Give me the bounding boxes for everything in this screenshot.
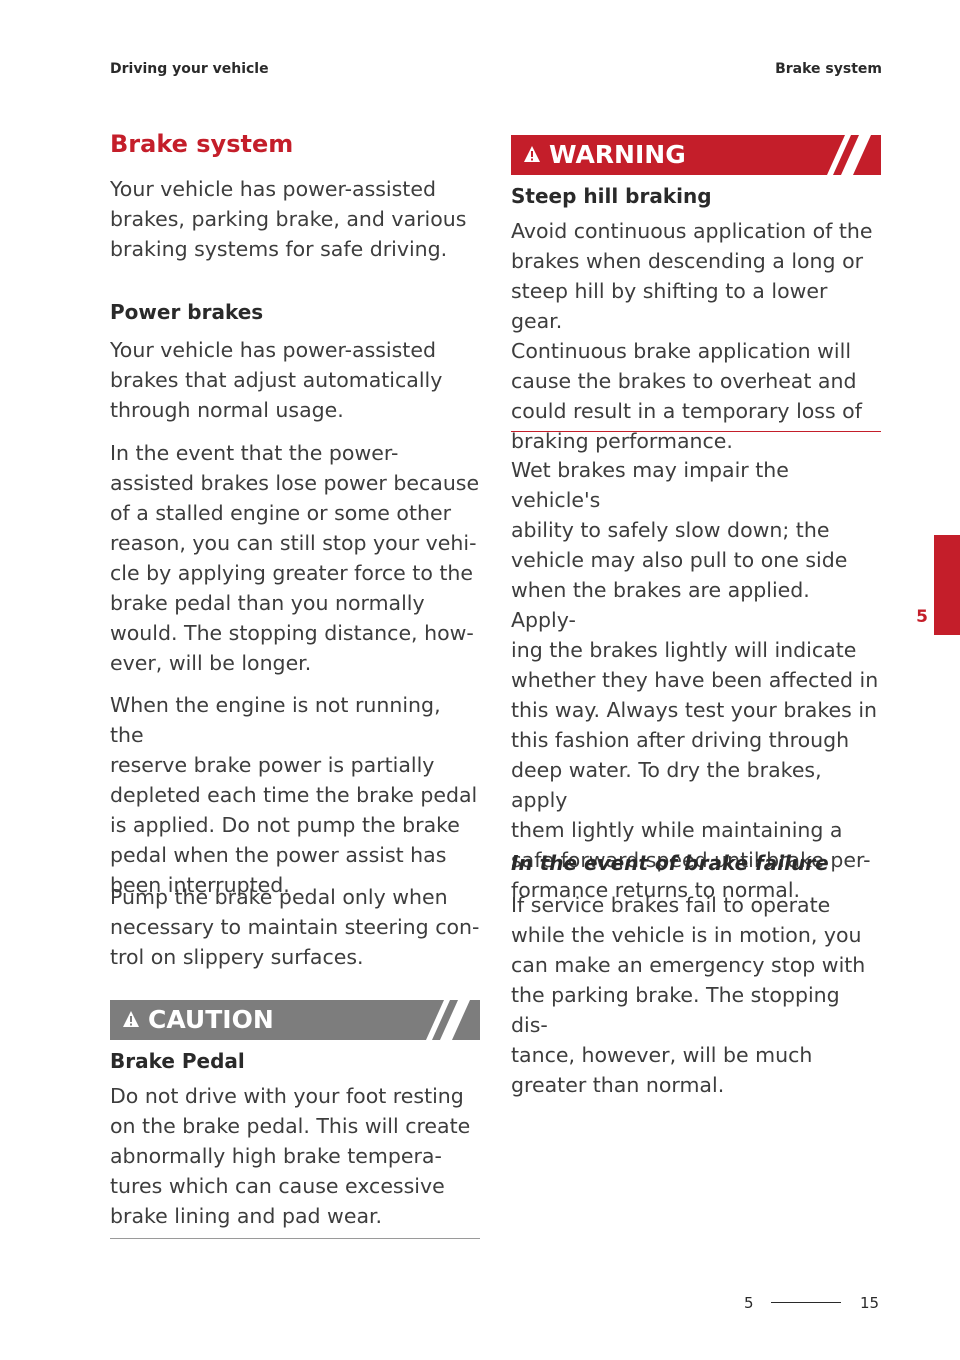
text-line: the parking brake. The stopping dis- (511, 983, 840, 1037)
text-line: brakes when descending a long or (511, 249, 864, 273)
text-line: Pump the brake pedal only when (110, 885, 448, 909)
text-line: braking performance. (511, 429, 733, 453)
text-line: whether they have been affected in (511, 668, 879, 692)
warning-heading: Steep hill braking (511, 184, 712, 208)
text-line: pedal when the power assist has (110, 843, 447, 867)
text-line: been interrupted. (110, 873, 290, 897)
warning-triangle-icon (123, 1011, 139, 1027)
text-line: Do not drive with your foot resting (110, 1084, 464, 1108)
text-line: trol on slippery surfaces. (110, 945, 364, 969)
text-line: Your vehicle has power-assisted (110, 177, 436, 201)
text-line: deep water. To dry the brakes, apply (511, 758, 822, 812)
text-line: When the engine is not running, the (110, 693, 441, 747)
text-line: tance, however, will be much (511, 1043, 813, 1067)
running-header-chapter: Driving your vehicle (110, 61, 269, 77)
text-line: brake lining and pad wear. (110, 1204, 383, 1228)
wet-brakes-paragraph: Wet brakes may impair the vehicle's abili… (511, 455, 881, 905)
text-line: would. The stopping distance, how- (110, 621, 474, 645)
chapter-side-number: 5 (916, 607, 928, 627)
text-line: Avoid continuous application of the (511, 219, 873, 243)
power-brakes-paragraph-2: In the event that the power-assisted bra… (110, 438, 480, 678)
text-line: can make an emergency stop with (511, 953, 866, 977)
text-line: of a stalled engine or some other (110, 501, 452, 525)
warning-body: Avoid continuous application of the brake… (511, 216, 881, 456)
power-brakes-heading: Power brakes (110, 300, 264, 324)
text-line: on the brake pedal. This will create (110, 1114, 471, 1138)
text-line: If service brakes fail to operate (511, 893, 831, 917)
caution-body: Do not drive with your foot resting on th… (110, 1081, 480, 1231)
hazard-stripes-icon (426, 1000, 470, 1040)
brake-failure-heading: In the event of brake failure (511, 851, 829, 875)
text-line: In the event that the power- (110, 441, 399, 465)
power-brakes-paragraph-3: When the engine is not running, the reser… (110, 690, 480, 900)
chapter-side-tab (934, 535, 960, 635)
text-line: reserve brake power is partially (110, 753, 435, 777)
text-line: them lightly while maintaining a (511, 818, 843, 842)
text-line: brake pedal than you normally (110, 591, 425, 615)
footer-page-number: 15 (860, 1294, 880, 1312)
power-brakes-paragraph-4: Pump the brake pedal only when necessary … (110, 882, 480, 972)
text-line: abnormally high brake tempera- (110, 1144, 442, 1168)
text-line: brakes, parking brake, and various (110, 207, 467, 231)
text-line: cle by applying greater force to the (110, 561, 474, 585)
text-line: ability to safely slow down; the (511, 518, 830, 542)
caution-divider (110, 1238, 480, 1239)
text-line: this way. Always test your brakes in (511, 698, 878, 722)
text-line: necessary to maintain steering con- (110, 915, 480, 939)
text-line: this fashion after driving through (511, 728, 850, 752)
warning-triangle-icon (524, 146, 540, 162)
text-line: assisted brakes lose power because (110, 471, 480, 495)
text-line: steep hill by shifting to a lower gear. (511, 279, 828, 333)
text-line: could result in a temporary loss of (511, 399, 862, 423)
text-line: ing the brakes lightly will indicate (511, 638, 857, 662)
section-title: Brake system (110, 130, 294, 158)
brake-failure-paragraph: If service brakes fail to operate while t… (511, 890, 881, 1100)
text-line: cause the brakes to overheat and (511, 369, 857, 393)
text-line: ever, will be longer. (110, 651, 312, 675)
text-line: formance returns to normal. (511, 878, 801, 902)
text-line: tures which can cause excessive (110, 1174, 445, 1198)
running-header-section: Brake system (775, 61, 882, 77)
text-line: reason, you can still stop your vehi- (110, 531, 477, 555)
text-line: is applied. Do not pump the brake (110, 813, 460, 837)
caution-label: CAUTION (148, 1005, 274, 1034)
power-brakes-paragraph-1: Your vehicle has power-assisted brakes th… (110, 335, 480, 425)
footer-divider (771, 1302, 841, 1303)
intro-paragraph: Your vehicle has power-assisted brakes, p… (110, 174, 480, 264)
caution-heading: Brake Pedal (110, 1049, 245, 1073)
text-line: through normal usage. (110, 398, 344, 422)
footer-chapter-number: 5 (744, 1294, 754, 1312)
hazard-stripes-icon (827, 135, 871, 175)
text-line: safe forward speed until brake per- (511, 848, 871, 872)
text-line: braking systems for safe driving. (110, 237, 448, 261)
warning-divider (511, 431, 881, 432)
text-line: depleted each time the brake pedal (110, 783, 478, 807)
warning-label: WARNING (549, 140, 686, 169)
text-line: vehicle may also pull to one side (511, 548, 848, 572)
text-line: Continuous brake application will (511, 339, 852, 363)
text-line: Wet brakes may impair the vehicle's (511, 458, 789, 512)
text-line: while the vehicle is in motion, you (511, 923, 862, 947)
caution-banner: CAUTION (110, 1000, 480, 1040)
text-line: when the brakes are applied. Apply- (511, 578, 810, 632)
text-line: Your vehicle has power-assisted (110, 338, 436, 362)
text-line: greater than normal. (511, 1073, 725, 1097)
text-line: brakes that adjust automatically (110, 368, 443, 392)
warning-banner: WARNING (511, 135, 881, 175)
